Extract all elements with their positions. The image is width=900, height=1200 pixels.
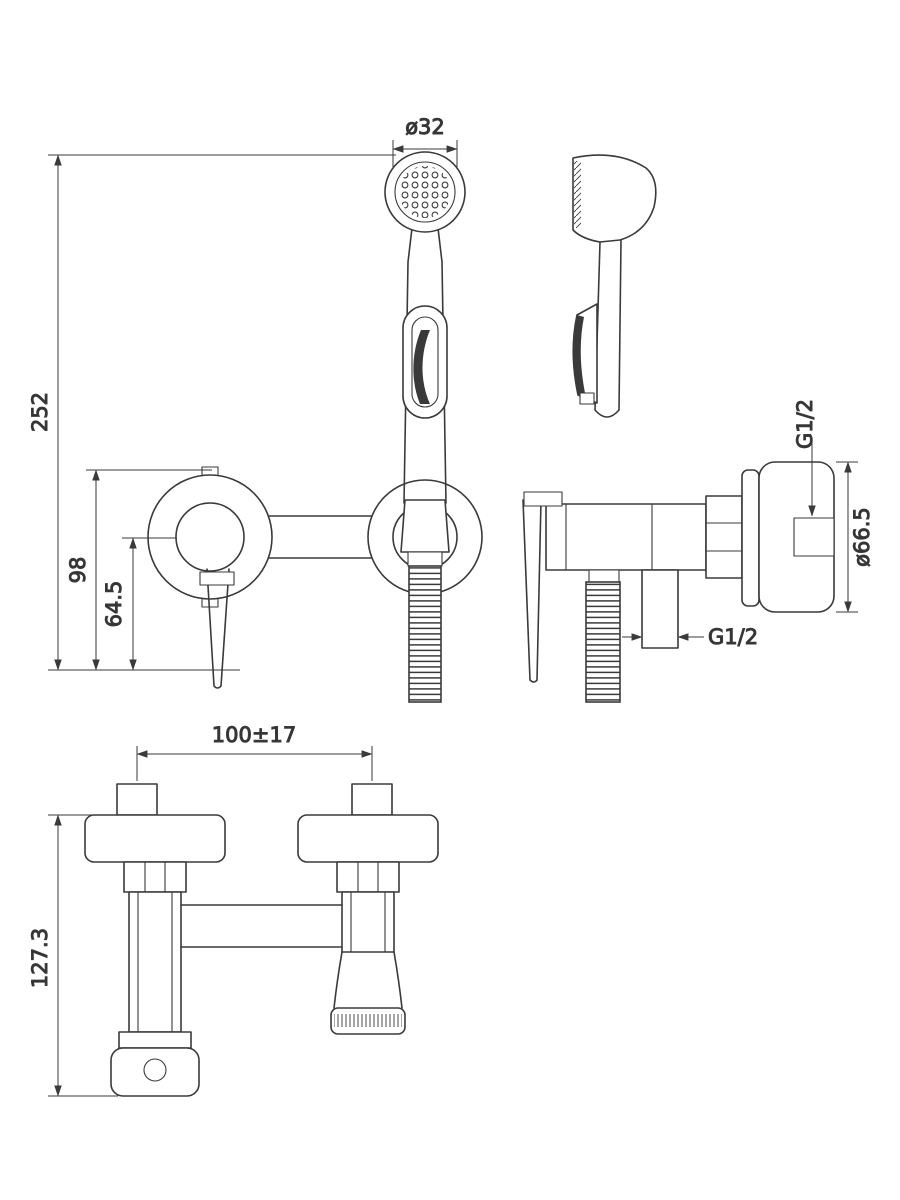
lever-hub-side: [523, 491, 563, 507]
spout: [333, 951, 343, 1009]
dim-inlet-thread: G1/2: [793, 398, 818, 517]
dim-lever-height: 64.5: [102, 537, 176, 671]
shower-hose-front: [408, 565, 442, 703]
dim-outlet-thread: G1/2: [622, 625, 759, 650]
bottom-block: [110, 1047, 200, 1097]
dim-body-height: 127.3: [28, 814, 118, 1097]
dim-bracket-height-label: 98: [66, 557, 90, 584]
outlet-stub: [641, 569, 679, 649]
dim-overall-height-label: 252: [28, 392, 52, 432]
dim-mounting-distance: 100±17: [136, 723, 373, 781]
dim-inlet-thread-label: G1/2: [793, 399, 817, 449]
inlet-stub: [793, 517, 835, 557]
dim-bracket-height: 98: [66, 469, 212, 671]
escutcheon-disc-side: [741, 469, 760, 607]
shower-hose-side: [585, 581, 621, 703]
valve-column-left: [128, 891, 182, 1033]
dim-outlet-thread-label: G1/2: [708, 625, 758, 649]
side-view-valve: [522, 461, 835, 703]
spray-nozzles: [399, 166, 451, 218]
valve-body-side: [545, 503, 707, 571]
dim-spray-head-diameter-label: ø32: [405, 115, 445, 139]
set-screw: [143, 1058, 167, 1082]
trigger-latch-side: [579, 392, 595, 405]
escutcheon-bottom-left: [84, 814, 226, 863]
dimensions: ø32 252 98 64.5 G1/2 ø66.5: [28, 115, 875, 1097]
spray-face-hatch: [574, 161, 581, 228]
valve-column-right: [341, 891, 395, 953]
front-view: [147, 151, 483, 703]
dim-overall-height: 252: [28, 154, 396, 671]
bottom-nut: [118, 1031, 192, 1049]
wall-nut: [705, 495, 743, 579]
dim-lever-height-label: 64.5: [102, 581, 126, 628]
escutcheon-bottom-right: [297, 814, 439, 863]
lever-hub-front: [199, 571, 235, 586]
side-view-handset: [572, 154, 657, 418]
eccentric-right: [351, 783, 393, 816]
eccentric-left: [116, 783, 158, 816]
hex-nut-left: [123, 861, 187, 893]
trigger-button: [413, 330, 430, 404]
dim-flange-diameter-label: ø66.5: [850, 507, 874, 567]
dim-body-height-label: 127.3: [28, 928, 52, 988]
mixer-lever-side: [522, 499, 542, 683]
dim-mounting-distance-label: 100±17: [212, 723, 296, 747]
hose-nut-front: [407, 551, 443, 567]
handset-body-front: [403, 227, 413, 504]
hex-nut-right: [336, 861, 400, 893]
trigger-front: [402, 305, 448, 419]
dim-spray-head-diameter: ø32: [392, 115, 458, 167]
spray-head-side: [572, 154, 657, 243]
bottom-view: [84, 783, 439, 1097]
handset-body-side: [594, 239, 622, 418]
dim-flange-diameter: ø66.5: [836, 461, 875, 613]
handset-holder: [400, 499, 450, 553]
hose-nut-side: [588, 569, 620, 583]
mixer-lever-front: [206, 568, 230, 689]
